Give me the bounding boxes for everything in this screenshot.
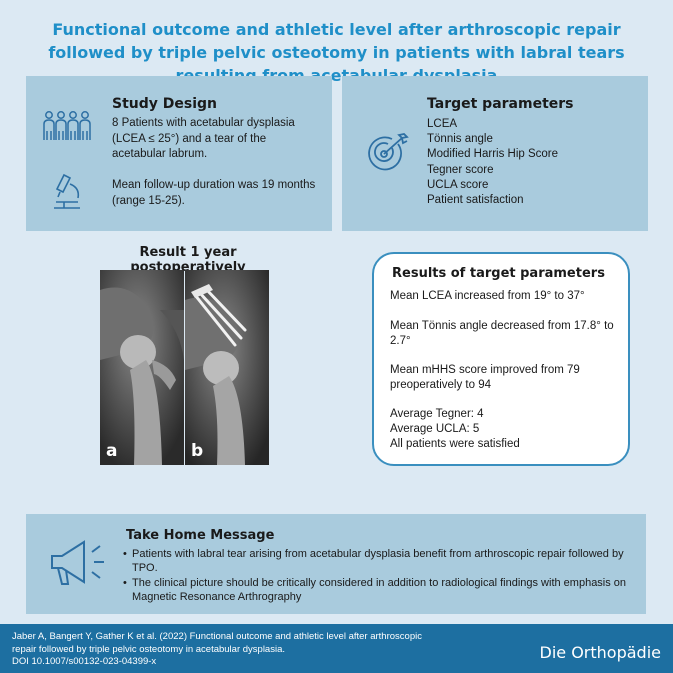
footer: Jaber A, Bangert Y, Gather K et al. (202… xyxy=(0,624,673,673)
results-box: Results of target parameters Mean LCEA i… xyxy=(372,252,630,466)
take-home-list: Patients with labral tear arising from a… xyxy=(122,547,644,605)
target-parameters-heading: Target parameters xyxy=(427,96,574,112)
result-tonnis: Mean Tönnis angle decreased from 17.8° t… xyxy=(390,320,614,347)
take-home-card: Take Home Message Patients with labral t… xyxy=(26,514,646,614)
take-home-bullet: Patients with labral tear arising from a… xyxy=(123,547,644,575)
target-parameters-card: Target parameters LCEA Tönnis angle Modi… xyxy=(342,76,648,231)
result-tegner: Average Tegner: 4 xyxy=(390,408,484,420)
take-home-heading: Take Home Message xyxy=(126,528,275,543)
study-design-card: Study Design 8 Patients with acetabular … xyxy=(26,76,332,231)
citation-doi: DOI 10.1007/s00132-023-04399-x xyxy=(12,656,157,667)
journal-brand: Die Orthopädie xyxy=(539,643,661,662)
study-followup-text: Mean follow-up duration was 19 months (r… xyxy=(112,179,316,207)
result-mhhs: Mean mHHS score improved from 79 preoper… xyxy=(390,364,580,391)
target-item: Patient satisfaction xyxy=(427,194,524,207)
citation-text: Jaber A, Bangert Y, Gather K et al. (202… xyxy=(12,631,422,655)
result-ucla: Average UCLA: 5 xyxy=(390,423,480,435)
target-item: Tegner score xyxy=(427,163,494,176)
target-item: Modified Harris Hip Score xyxy=(427,148,559,161)
xray-image-a: a xyxy=(100,270,184,465)
target-item: UCLA score xyxy=(427,178,489,191)
target-parameters-list: LCEA Tönnis angle Modified Harris Hip Sc… xyxy=(427,117,558,208)
target-item: LCEA xyxy=(427,118,458,130)
result-lcea: Mean LCEA increased from 19° to 37° xyxy=(390,290,585,302)
study-design-heading: Study Design xyxy=(112,96,217,112)
xray-image-b: b xyxy=(185,270,269,465)
citation: Jaber A, Bangert Y, Gather K et al. (202… xyxy=(12,631,432,669)
study-patients-text: 8 Patients with acetabular dysplasia (LC… xyxy=(112,117,295,160)
result-satisfied: All patients were satisfied xyxy=(390,438,520,450)
results-heading: Results of target parameters xyxy=(392,266,605,281)
microscope-icon xyxy=(54,173,80,209)
people-icon xyxy=(43,111,91,140)
megaphone-icon xyxy=(51,540,104,585)
target-item: Tönnis angle xyxy=(427,133,493,146)
target-icon xyxy=(368,133,409,171)
take-home-bullet: The clinical picture should be criticall… xyxy=(123,576,644,604)
xray-label-b: b xyxy=(191,441,204,461)
xray-label-a: a xyxy=(106,441,118,461)
